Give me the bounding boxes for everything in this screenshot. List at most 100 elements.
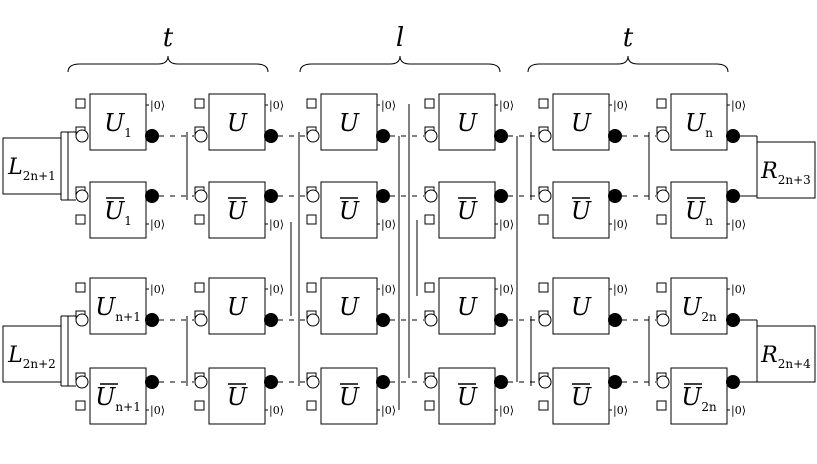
gate-label: U xyxy=(571,293,592,321)
gate-label: U xyxy=(339,383,360,411)
gate-label: U xyxy=(457,383,478,411)
output-dot xyxy=(608,129,622,143)
output-dot xyxy=(376,313,390,327)
gate-0-0: |0⟩U1 xyxy=(75,93,165,151)
input-square xyxy=(194,400,205,411)
ket-label: |0⟩ xyxy=(613,404,628,418)
input-square xyxy=(306,214,317,225)
gate-box xyxy=(552,367,610,425)
input-circle xyxy=(75,129,89,143)
output-dot xyxy=(145,313,159,327)
output-dot xyxy=(145,375,159,389)
ket-label: |0⟩ xyxy=(731,283,746,297)
gate-box xyxy=(438,367,496,425)
side-box-sub: 2n+2 xyxy=(23,357,56,371)
right-box-0: R2n+3 xyxy=(756,141,816,199)
gate-label: U xyxy=(339,197,360,225)
input-circle xyxy=(194,129,208,143)
input-square xyxy=(306,98,317,109)
wire-layer xyxy=(60,104,758,410)
input-square xyxy=(75,282,86,293)
gate-label-sub: n xyxy=(705,214,713,228)
gate-label: U xyxy=(571,197,592,225)
gate-label: U xyxy=(457,293,478,321)
input-circle xyxy=(75,313,89,327)
input-square xyxy=(424,214,435,225)
output-dot xyxy=(494,189,508,203)
input-circle xyxy=(424,375,438,389)
ket-label: |0⟩ xyxy=(613,283,628,297)
input-square xyxy=(194,98,205,109)
gate-label: U xyxy=(457,197,478,225)
gate-label: U xyxy=(227,197,248,225)
input-circle xyxy=(194,313,208,327)
gate-box xyxy=(552,181,610,239)
output-dot xyxy=(726,129,740,143)
ket-label: |0⟩ xyxy=(499,99,514,113)
gate-0-3: |0⟩U xyxy=(424,93,514,151)
output-dot xyxy=(145,129,159,143)
ket-label: |0⟩ xyxy=(150,218,165,232)
gate-box xyxy=(208,367,266,425)
input-circle xyxy=(306,129,320,143)
gate-box xyxy=(208,93,266,151)
ket-label: |0⟩ xyxy=(381,404,396,418)
gate-box xyxy=(670,367,728,425)
input-square xyxy=(538,214,549,225)
bracket-1: l xyxy=(299,23,501,73)
ket-label: |0⟩ xyxy=(269,283,284,297)
output-dot xyxy=(264,313,278,327)
bracket-path xyxy=(299,55,501,73)
ket-label: |0⟩ xyxy=(381,283,396,297)
gate-label: U xyxy=(339,109,360,137)
output-dot xyxy=(726,189,740,203)
gate-label: U xyxy=(339,293,360,321)
input-square xyxy=(194,282,205,293)
gate-3-1: |0⟩ U xyxy=(194,367,284,425)
side-box xyxy=(756,141,816,199)
gate-2-5: |0⟩U2n xyxy=(656,277,746,335)
bracket-path xyxy=(527,55,729,73)
gate-label-sub: 2n xyxy=(701,310,717,324)
gate-label-sub: n xyxy=(705,126,713,140)
gate-1-2: |0⟩ U xyxy=(306,181,396,239)
gate-label: U xyxy=(571,383,592,411)
ket-label: |0⟩ xyxy=(381,218,396,232)
gate-0-4: |0⟩U xyxy=(538,93,628,151)
input-square xyxy=(656,98,667,109)
output-dot xyxy=(376,189,390,203)
input-square xyxy=(656,282,667,293)
bracket-label: t xyxy=(163,23,174,53)
input-circle xyxy=(538,375,552,389)
input-circle xyxy=(194,375,208,389)
input-square xyxy=(538,98,549,109)
bracket-path xyxy=(67,55,269,73)
ket-label: |0⟩ xyxy=(381,99,396,113)
ket-label: |0⟩ xyxy=(731,218,746,232)
gate-3-2: |0⟩ U xyxy=(306,367,396,425)
side-box-sub: 2n+1 xyxy=(23,169,56,183)
gate-label: U xyxy=(227,109,248,137)
gate-box xyxy=(670,93,728,151)
gate-1-3: |0⟩U xyxy=(424,181,514,239)
right-box-1: R2n+4 xyxy=(756,325,816,383)
gate-0-1: |0⟩U xyxy=(194,93,284,151)
input-square xyxy=(194,214,205,225)
gate-box xyxy=(438,181,496,239)
ket-label: |0⟩ xyxy=(269,404,284,418)
output-dot xyxy=(494,375,508,389)
output-dot xyxy=(376,375,390,389)
gate-box xyxy=(208,277,266,335)
gate-label: U xyxy=(227,383,248,411)
ket-label: |0⟩ xyxy=(150,404,165,418)
gate-box xyxy=(89,93,147,151)
input-circle xyxy=(424,129,438,143)
input-circle xyxy=(424,313,438,327)
gate-1-4: |0⟩U xyxy=(538,181,628,239)
input-circle xyxy=(656,189,670,203)
side-box xyxy=(2,325,62,383)
gate-label: U xyxy=(571,109,592,137)
input-circle xyxy=(306,313,320,327)
